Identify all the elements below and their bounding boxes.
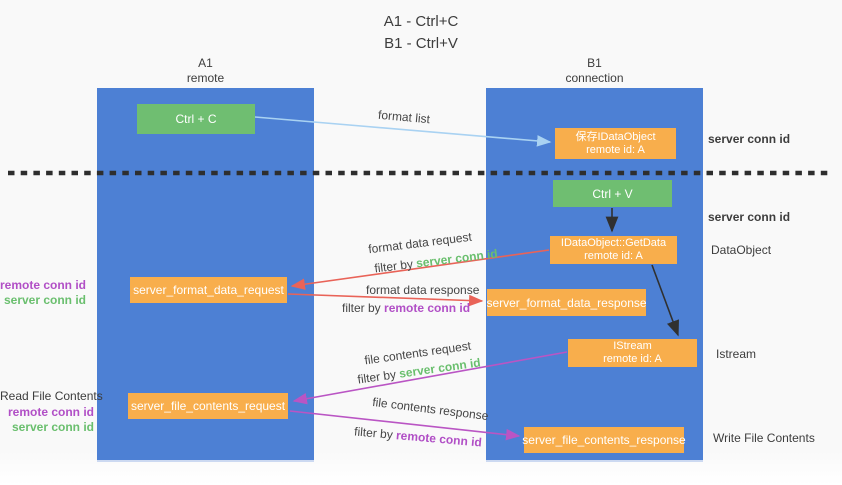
column-header-a1: A1 remote (97, 56, 314, 86)
diagram-title: A1 - Ctrl+C B1 - Ctrl+V (0, 11, 842, 55)
node-server-format-data-request: server_format_data_request (130, 277, 287, 303)
column-a1-name: A1 (198, 56, 213, 70)
side-label-server-conn-id-4: server conn id (11, 420, 94, 434)
label-format-list: format list (377, 107, 431, 127)
side-label-write-file-contents: Write File Contents (713, 431, 815, 445)
side-label-istream: Istream (716, 347, 757, 361)
label-filter-by-remote-conn-id-file: filter by remote conn id (354, 424, 483, 449)
side-label-dataobject: DataObject (711, 243, 772, 257)
node-server-file-contents-request: server_file_contents_request (128, 393, 288, 419)
label-filter-by-text: filter by (353, 424, 394, 442)
side-stack-format-conn-ids: remote conn id server conn id (0, 278, 86, 308)
side-label-remote-conn-id-2: remote conn id (7, 405, 94, 419)
side-label-server-conn-id-3: server conn id (3, 293, 86, 307)
label-remote-conn-id-text: remote conn id (384, 301, 471, 315)
node-save-idataobject: 保存IDataObject remote id: A (555, 128, 676, 159)
side-label-server-conn-id-2: server conn id (708, 210, 791, 224)
node-getdata-line2: remote id: A (584, 250, 643, 262)
node-istream-line2: remote id: A (603, 353, 662, 365)
column-b1-name: B1 (587, 56, 602, 70)
node-istream: IStream remote id: A (568, 339, 697, 367)
label-filter-by-remote-conn-id-format: filter by remote conn id (342, 301, 470, 315)
label-file-contents-response: file contents response (371, 394, 490, 424)
node-idataobject-getdata: IDataObject::GetData remote id: A (550, 236, 677, 264)
node-file-response-label: server_file_contents_response (522, 433, 686, 447)
column-a1-role: remote (186, 71, 225, 85)
node-ctrl-v: Ctrl + V (553, 180, 672, 207)
column-header-b1: B1 connection (486, 56, 703, 86)
side-stack-file-conn-ids: Read File Contents remote conn id server… (0, 388, 103, 435)
node-file-request-label: server_file_contents_request (130, 399, 286, 413)
side-label-remote-conn-id-1: remote conn id (0, 278, 87, 292)
node-ctrl-c: Ctrl + C (137, 104, 255, 134)
node-format-request-label: server_format_data_request (133, 283, 284, 297)
node-server-format-data-response: server_format_data_response (486, 289, 647, 316)
side-label-server-conn-id-1: server conn id (708, 132, 791, 146)
label-filter-by-text: filter by (356, 367, 397, 387)
node-ctrl-c-label: Ctrl + C (175, 112, 217, 126)
column-b1-role: connection (565, 71, 624, 85)
node-save-idataobject-line2: remote id: A (586, 143, 645, 156)
node-server-file-contents-response: server_file_contents_response (522, 427, 686, 453)
side-label-read-file-contents: Read File Contents (0, 389, 103, 403)
node-istream-line1: IStream (613, 340, 652, 352)
title-line-2: B1 - Ctrl+V (384, 35, 458, 52)
label-format-data-response: format data response (366, 283, 480, 297)
label-remote-conn-id-text: remote conn id (395, 428, 483, 450)
label-filter-by-text: filter by (373, 256, 414, 276)
node-format-response-label: server_format_data_response (486, 295, 647, 310)
title-line-1: A1 - Ctrl+C (383, 13, 459, 30)
node-getdata-line1: IDataObject::GetData (560, 237, 667, 249)
label-filter-by-text: filter by (342, 301, 381, 315)
node-ctrl-v-label: Ctrl + V (592, 186, 633, 201)
node-save-idataobject-line1: 保存IDataObject (575, 130, 656, 143)
